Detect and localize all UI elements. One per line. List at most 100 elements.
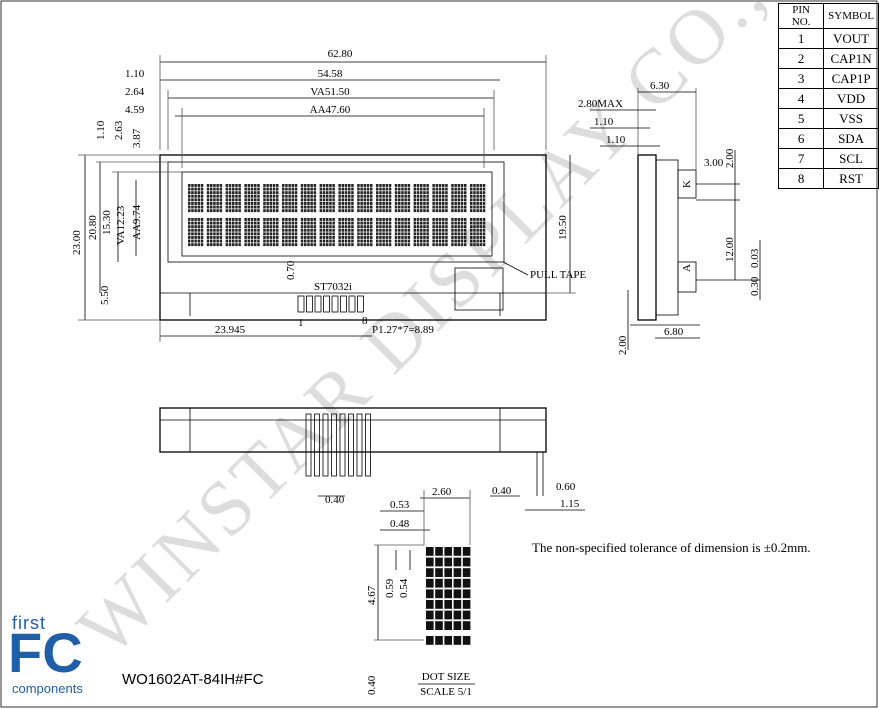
dim-20-80: 20.80	[87, 215, 99, 240]
dot	[426, 557, 434, 567]
pin-symbol: RST	[823, 168, 879, 189]
char-cell	[319, 218, 335, 247]
pin-no: 2	[777, 48, 825, 69]
dot	[453, 568, 462, 577]
dim-0-59: 0.59	[384, 578, 396, 598]
pin-1-label: 1	[298, 317, 304, 329]
pin-symbol: SCL	[823, 148, 879, 169]
dim-2-64: 2.64	[125, 86, 145, 98]
char-cell	[451, 184, 467, 213]
dim-pin-pitch: P1.27*7=8.89	[372, 324, 434, 336]
char-cell	[470, 218, 486, 247]
char-cell	[357, 218, 373, 247]
pin	[314, 295, 322, 313]
dim-2-80max: 2.80MAX	[578, 98, 623, 110]
dim-0-40-b: 0.40	[492, 485, 512, 497]
logo-first: first	[12, 613, 46, 633]
dot	[444, 557, 452, 567]
dot	[435, 547, 443, 556]
dim-1-10-side-b: 1.10	[606, 134, 626, 146]
front-view: 62.80 1.10 54.58 2.64 VA51.50 4.59 AA47.…	[71, 48, 587, 342]
char-cell	[282, 218, 298, 247]
char-cell	[432, 218, 448, 247]
dot	[444, 636, 452, 645]
pin-no: 6	[777, 128, 825, 149]
dim-6-80: 6.80	[664, 326, 684, 338]
dim-4-59: 4.59	[125, 104, 145, 116]
dot	[444, 610, 452, 620]
pin-no: 1	[777, 28, 825, 49]
dot	[462, 610, 471, 620]
pin-lead	[322, 413, 329, 477]
char-cell	[413, 184, 429, 213]
pin-lead	[348, 413, 354, 477]
dot	[426, 578, 434, 588]
char-cell	[206, 184, 223, 213]
dim-0-54: 0.54	[398, 578, 410, 598]
logo-fc: FC	[8, 621, 83, 684]
dot	[462, 578, 471, 588]
dot	[435, 557, 443, 567]
dot	[444, 578, 452, 588]
dim-5-50: 5.50	[99, 285, 111, 305]
pin-lead	[314, 413, 320, 477]
dot	[462, 557, 471, 567]
char-cell	[282, 184, 298, 213]
dot	[462, 621, 471, 630]
pin	[306, 295, 313, 313]
pin	[323, 295, 330, 313]
dim-0-53: 0.53	[390, 499, 410, 511]
dot	[462, 568, 471, 577]
dot	[453, 600, 462, 609]
char-cell	[300, 218, 317, 247]
dot	[435, 568, 443, 577]
char-cell	[188, 218, 204, 247]
pin-lead	[356, 413, 363, 477]
char-cell	[413, 218, 429, 247]
part-number: WO1602AT-84IH#FC	[122, 671, 264, 688]
marker-a: A	[681, 264, 693, 272]
dim-3-87: 3.87	[131, 128, 143, 148]
pin-lead	[305, 413, 312, 477]
dim-aa47-60: AA47.60	[310, 104, 351, 116]
char-cell	[432, 184, 448, 213]
pin-symbol: VOUT	[823, 28, 879, 49]
char-cell	[394, 218, 411, 247]
dot	[444, 600, 452, 609]
dot	[426, 589, 434, 599]
dot	[453, 589, 462, 599]
pin-symbol: VDD	[823, 88, 879, 109]
pin-lead	[365, 413, 371, 477]
pin-8-label: 8	[362, 315, 368, 327]
dot	[426, 636, 434, 645]
marker-k: K	[681, 180, 693, 188]
pin-table-header-no: PIN NO.	[777, 3, 825, 29]
pin-no: 3	[777, 68, 825, 89]
dim-0-60: 0.60	[556, 481, 576, 493]
dim-62-80: 62.80	[328, 48, 353, 60]
char-cell	[451, 218, 467, 247]
dim-2-60: 2.60	[432, 486, 452, 498]
char-cell	[376, 184, 392, 213]
dot	[435, 578, 443, 588]
dim-4-67: 4.67	[366, 585, 378, 605]
dot	[453, 621, 462, 630]
dot	[462, 600, 471, 609]
dim-0-40-dot: 0.40	[366, 675, 378, 695]
dot	[426, 568, 434, 577]
dim-va12-23: VA12.23	[115, 205, 127, 245]
char-cell	[225, 218, 241, 247]
char-cell	[470, 184, 486, 213]
pin-row	[297, 295, 364, 313]
dim-2-00-side-top: 2.00	[724, 148, 736, 168]
logo-components: components	[12, 681, 83, 696]
char-cell	[300, 184, 317, 213]
dim-54-58: 54.58	[318, 68, 343, 80]
dot	[462, 589, 471, 599]
char-cell	[338, 184, 354, 213]
dot-size-scale: SCALE 5/1	[420, 686, 472, 698]
char-cell	[376, 218, 392, 247]
